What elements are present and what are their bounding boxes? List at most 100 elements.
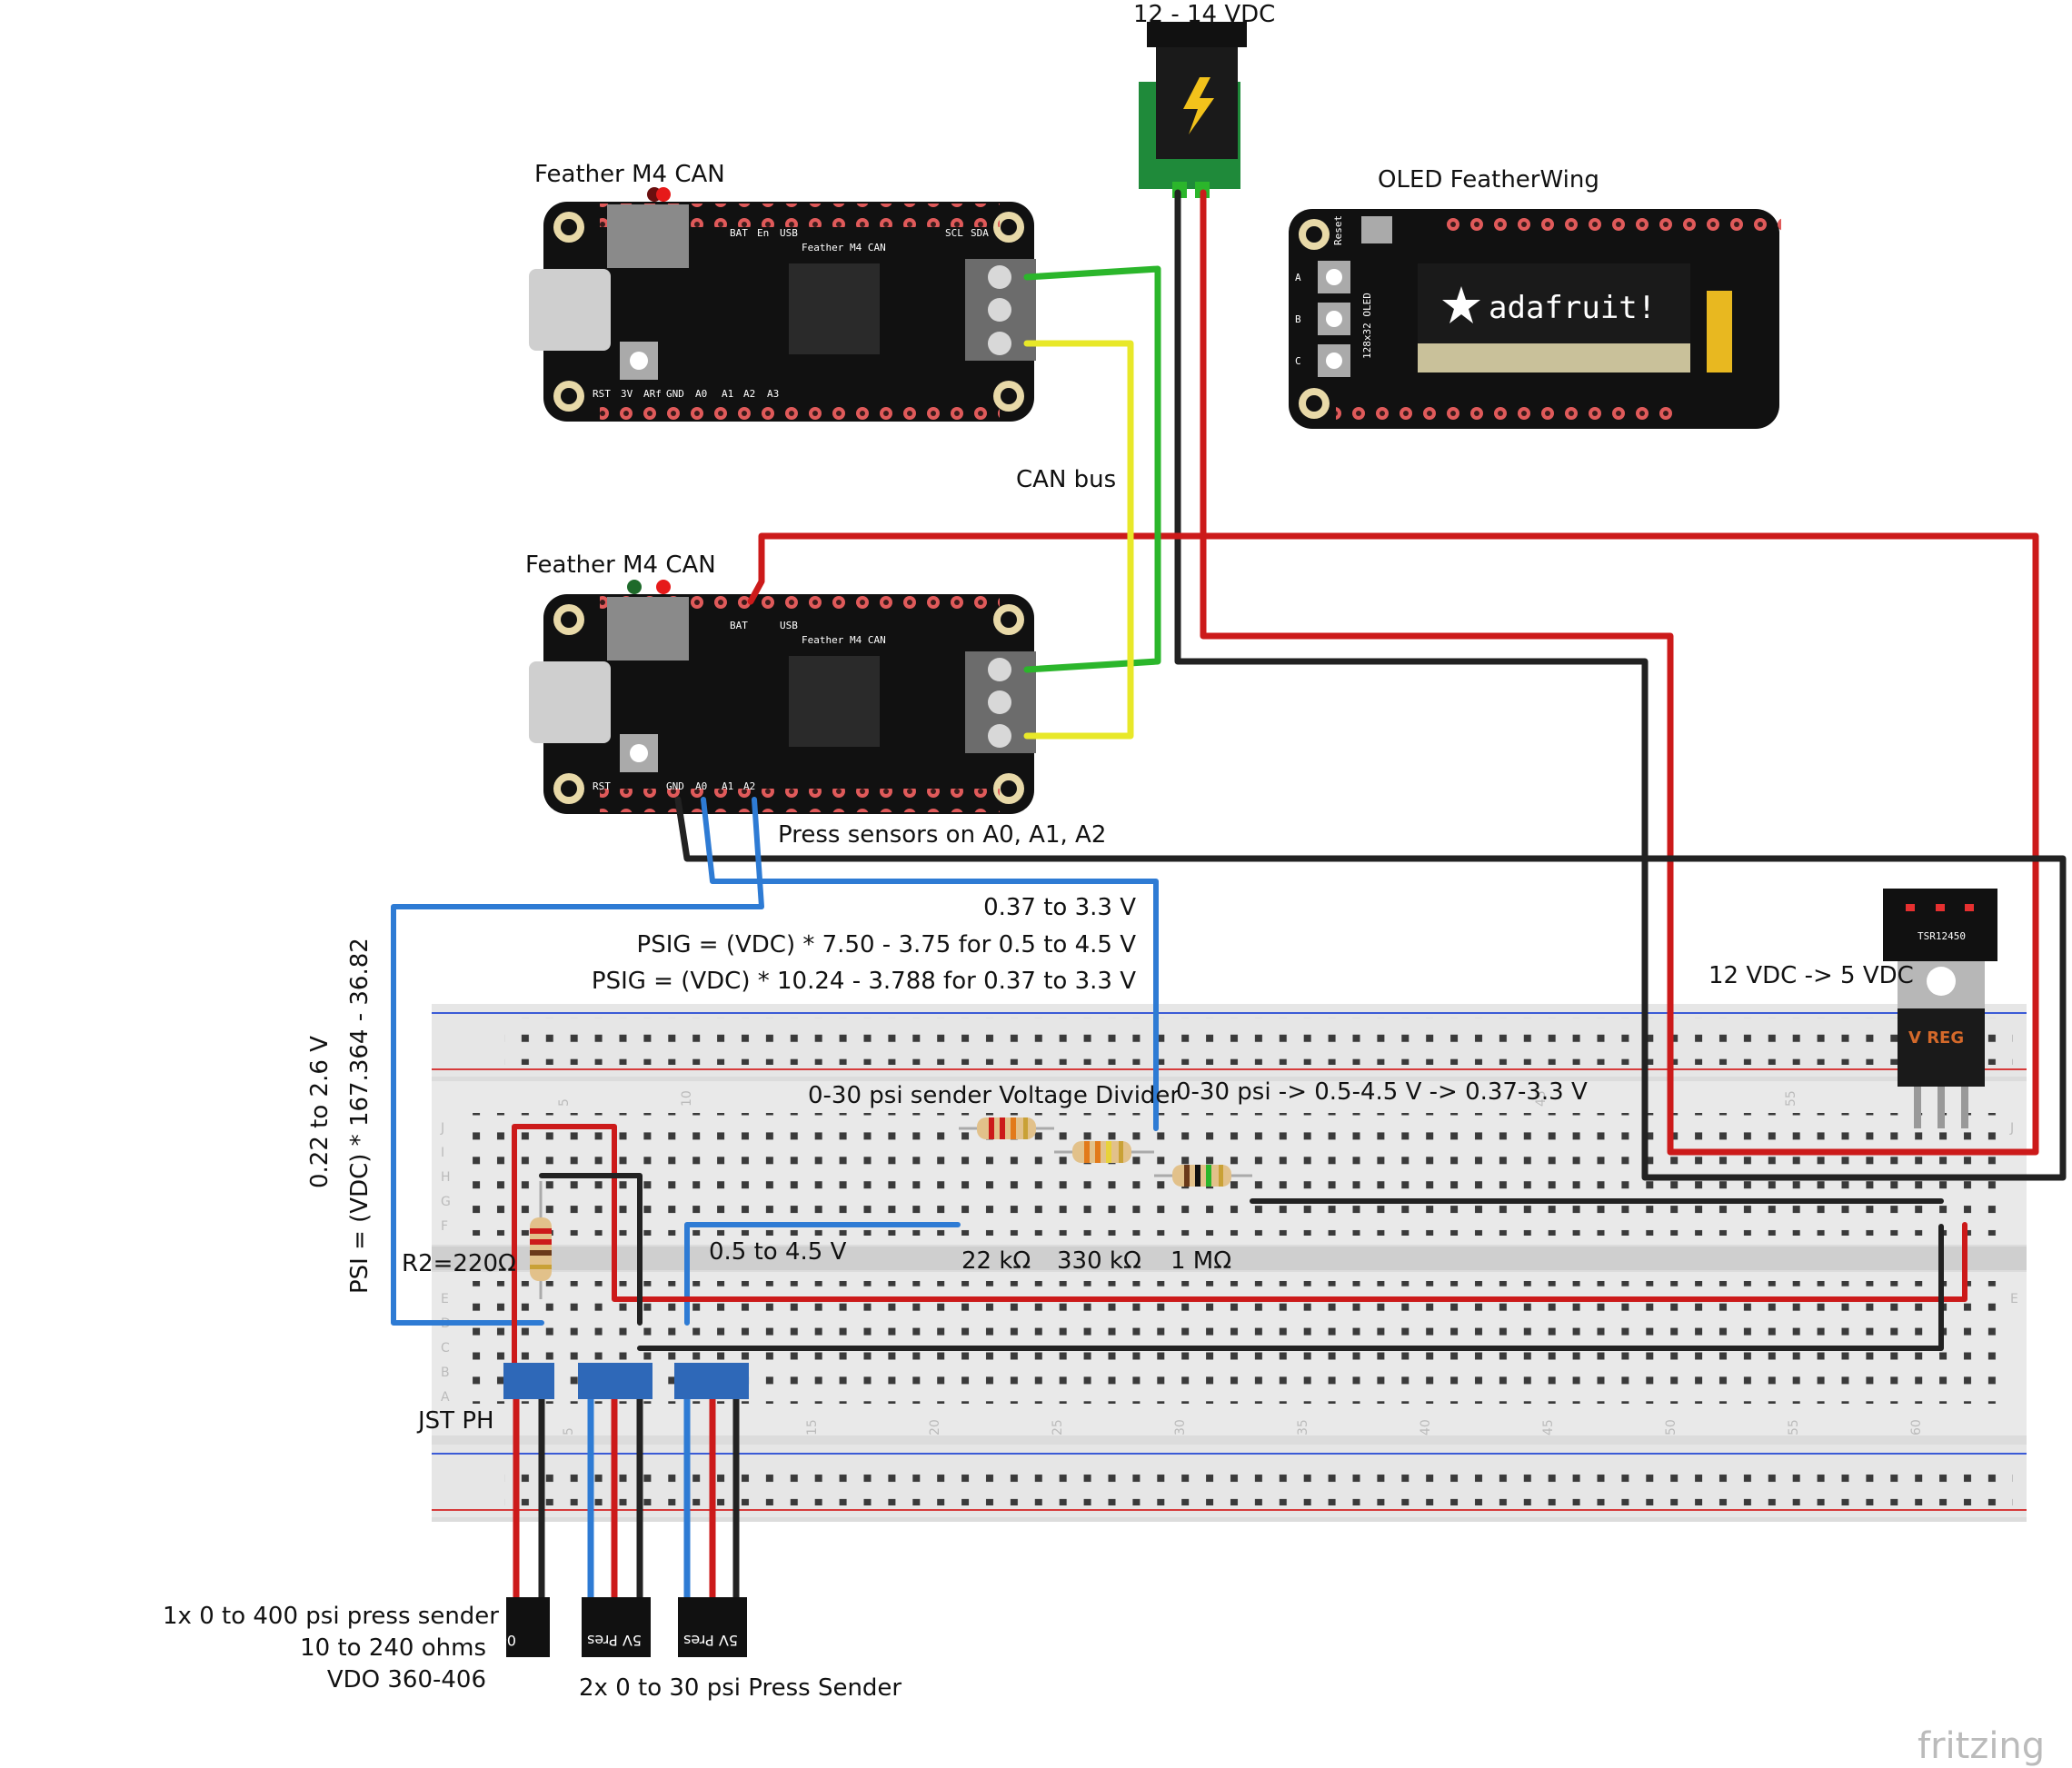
resistor-220 — [530, 1181, 552, 1299]
col-number: 45 — [1534, 1090, 1549, 1107]
pin-label: USB — [780, 620, 798, 631]
psig-33-formula: PSIG = (VDC) * 10.24 - 3.788 for 0.37 to… — [592, 968, 1136, 995]
oled-logo-text: adafruit! — [1489, 290, 1656, 326]
usb-c-connector — [529, 661, 611, 743]
dc-barrel-jack — [1139, 22, 1247, 198]
oled-label: OLED FeatherWing — [1378, 166, 1599, 194]
range-022-label: 0.22 to 2.6 V — [306, 1036, 334, 1188]
board-silk-label: Feather M4 CAN — [802, 242, 886, 253]
fritzing-watermark: fritzing — [1918, 1725, 2045, 1767]
pin-label: En — [757, 227, 769, 239]
r1m-label: 1 MΩ — [1170, 1247, 1231, 1275]
wire-can-green — [1023, 265, 1161, 673]
wire-bb-black — [539, 1173, 643, 1326]
oled-featherwing: A B C Reset 128x32 OLED adafruit! — [1289, 209, 1781, 429]
sensor-0-400psi — [506, 1597, 550, 1657]
sensor-label: 5V Pres — [587, 1632, 642, 1649]
jst-connector — [674, 1363, 749, 1399]
usb-c-connector — [529, 269, 611, 351]
feather-m4-can-top: Feather M4 CAN BAT En USB SCL SDA RST 3V… — [529, 187, 1036, 422]
wire-12v-red — [1200, 189, 1968, 1156]
sensor-0-30psi-1 — [582, 1597, 651, 1657]
pin-label: A3 — [767, 388, 779, 400]
button-label: A — [1295, 272, 1301, 283]
voltage-regulator: TSR12450 V REG — [1883, 889, 1997, 1128]
col-number: 45 — [1541, 1419, 1556, 1435]
pin-label: GND — [666, 388, 684, 400]
pin-label: A0 — [695, 388, 707, 400]
wire-gnd-black — [1174, 189, 1945, 1181]
col-number: 30 — [1173, 1419, 1188, 1435]
pin-label: A1 — [722, 388, 733, 400]
row-letter: H — [441, 1170, 451, 1185]
pressure-sensors: 0-40 5V Pres 5V Pres — [483, 1597, 747, 1657]
button-label: C — [1295, 355, 1301, 367]
pin-label: A0 — [695, 780, 707, 792]
wire-sense-a0 — [701, 797, 1159, 1131]
resistor-1m — [1154, 1165, 1252, 1187]
col-number: 10 — [680, 1090, 694, 1107]
wires — [391, 189, 2067, 1603]
wire-can-yellow — [1023, 340, 1134, 740]
regulator-part-label: TSR12450 — [1918, 930, 1966, 942]
row-letter: J — [2009, 1121, 2014, 1136]
col-number: 5 — [557, 1098, 572, 1107]
feather-top-label: Feather M4 CAN — [534, 161, 725, 188]
supply-label: 12 - 14 VDC — [1133, 1, 1275, 28]
sensor-label: 0-40 — [483, 1632, 516, 1649]
pin-label: SDA — [971, 227, 989, 239]
pin-label: ARf — [643, 388, 662, 400]
pin-label: RST — [593, 388, 611, 400]
row-letter: C — [441, 1341, 450, 1356]
pin-label: RST — [593, 780, 611, 792]
regulator-body-label: V REG — [1908, 1028, 1964, 1048]
sender400-line3: VDO 360-406 — [327, 1666, 486, 1694]
led-icon — [656, 580, 671, 594]
pin-label: BAT — [730, 620, 748, 631]
press-sensors-label: Press sensors on A0, A1, A2 — [778, 821, 1106, 849]
sender400-line2: 10 to 240 ohms — [300, 1634, 486, 1662]
row-letter: E — [441, 1292, 449, 1306]
psig-45-formula: PSIG = (VDC) * 7.50 - 3.75 for 0.5 to 4.… — [637, 931, 1137, 958]
led-icon — [656, 187, 671, 202]
jst-connector — [578, 1363, 652, 1399]
pin-label: A1 — [722, 780, 733, 792]
pin-label: USB — [780, 227, 798, 239]
col-number: 25 — [1051, 1419, 1065, 1435]
pin-label: SCL — [945, 227, 963, 239]
breadboard-col-numbers-bottom: 5 15 20 25 30 35 40 45 50 55 60 — [562, 1419, 1924, 1435]
pin-label: GND — [666, 780, 684, 792]
col-number: 15 — [805, 1419, 820, 1435]
wire-5v-red — [747, 532, 2039, 1156]
mcu-chip — [789, 656, 880, 747]
r22k-label: 22 kΩ — [961, 1247, 1031, 1275]
col-number: 35 — [1296, 1419, 1310, 1435]
divider-label: 0-30 psi sender Voltage Divider — [808, 1082, 1180, 1109]
regulator-label: 12 VDC -> 5 VDC — [1708, 962, 1914, 989]
wire-bb-red — [512, 1124, 1967, 1375]
pin-label: A2 — [743, 780, 755, 792]
row-letter: B — [441, 1366, 450, 1380]
breadboard-col-numbers-top: 5 10 45 55 — [557, 1090, 1798, 1107]
can-bus-label: CAN bus — [1016, 466, 1116, 493]
sensor-label: 5V Pres — [683, 1632, 738, 1649]
row-letter: J — [440, 1121, 444, 1136]
resistor-330k — [1054, 1141, 1154, 1163]
range-037-label: 0.37 to 3.3 V — [983, 894, 1136, 921]
wire-bb-black-2 — [637, 1224, 1944, 1351]
sender30-label: 2x 0 to 30 psi Press Sender — [579, 1674, 902, 1702]
pin-label: 3V — [621, 388, 633, 400]
board-silk-label: Feather M4 CAN — [802, 634, 886, 646]
breadboard: 5 10 45 55 5 15 20 25 30 35 40 45 50 55 … — [432, 1004, 2027, 1522]
annotations: 12 - 14 VDC Feather M4 CAN OLED FeatherW… — [163, 1, 2045, 1767]
row-letter: A — [441, 1390, 450, 1405]
breadboard-row-letters: J I H G F E D C B A J E — [440, 1121, 2018, 1405]
pin-label: BAT — [730, 227, 748, 239]
oled-silk-label: 128x32 OLED — [1361, 293, 1373, 359]
col-number: 55 — [1784, 1090, 1798, 1107]
power-bolt-icon — [1183, 77, 1214, 134]
jst-terminals — [503, 1363, 749, 1399]
sensor-0-30psi-2 — [678, 1597, 747, 1657]
row-letter: I — [441, 1146, 444, 1160]
